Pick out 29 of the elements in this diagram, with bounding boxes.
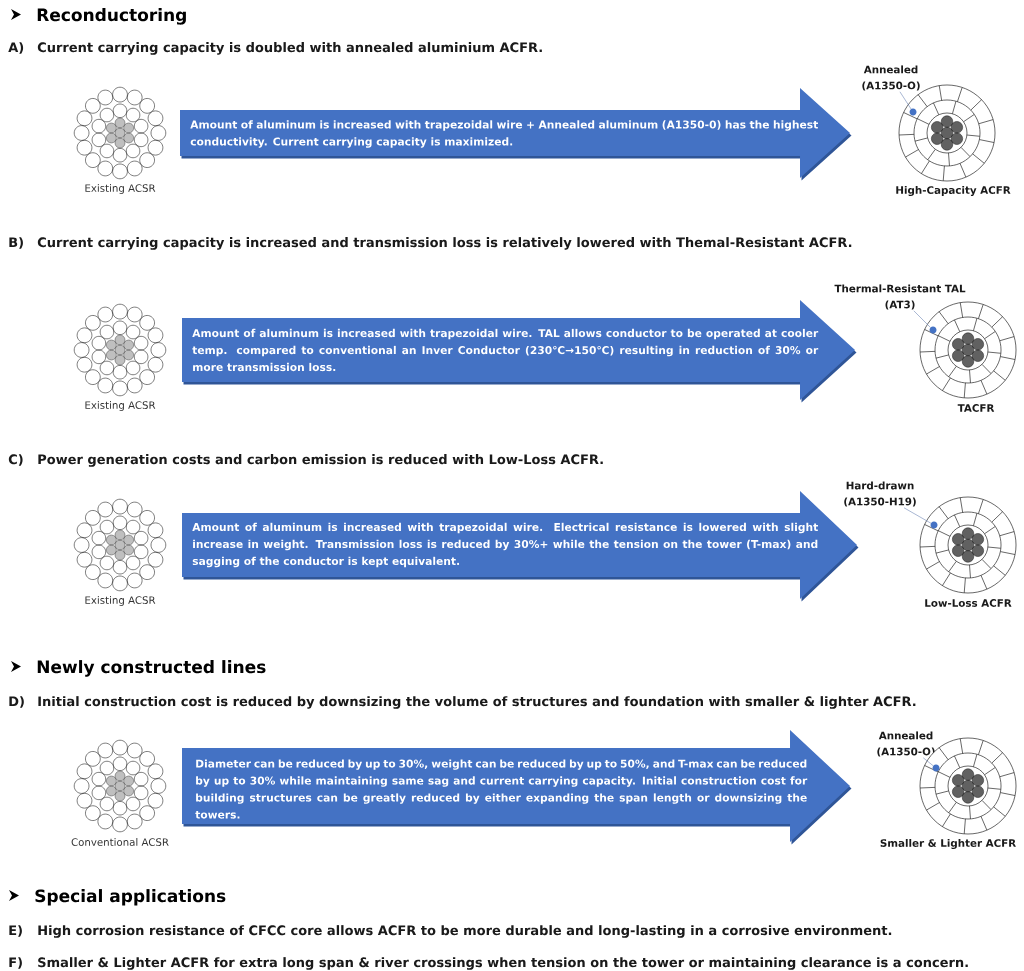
item-letter: D) (9, 696, 24, 708)
item-text: Current carrying capacity is increased and transmission loss is relatively lowered with Themal-Resistant ACFR. (37, 237, 852, 250)
item-letter: B) (9, 237, 23, 249)
conductor-label: TACFR (957, 404, 995, 412)
callout-label: Annealed (A1350-O) (877, 731, 935, 757)
conductor-label: High-Capacity ACFR (896, 186, 1011, 197)
leader-line (922, 757, 934, 767)
item-letter: E) (9, 925, 22, 937)
leader-line (903, 507, 932, 524)
item-text: Smaller & Lighter ACFR for extra long span & river crossings when tension on the tower or maintaining clearance is a concern. (38, 957, 968, 970)
item-letter: A) (8, 42, 24, 54)
section-title: Reconductoring (37, 8, 186, 25)
item-letter: C) (8, 454, 23, 466)
conductor-label: Conventional ACSR (71, 838, 169, 846)
conductor-label: Low-Loss ACFR (925, 599, 1012, 607)
item-text: Initial construction cost is reduced by downsizing the volume of structures and foundation with smaller & lighter ACFR. (38, 696, 916, 709)
item-text: Current carrying capacity is doubled with annealed aluminium ACFR. (37, 42, 542, 55)
item-text: Power generation costs and carbon emission is reduced with Low-Loss ACFR. (38, 454, 603, 467)
conductor-label: Smaller & Lighter ACFR (880, 839, 1016, 850)
callout-label: Annealed (A1350-O) (862, 65, 920, 91)
item-letter: F) (9, 957, 22, 969)
item-text: High corrosion resistance of CFCC core allows ACFR to be more durable and long-lasting in a corrosive environment. (38, 925, 892, 938)
section-title: Special applications (35, 889, 226, 906)
section-title: Newly constructed lines (37, 660, 266, 677)
leader-line (913, 310, 931, 328)
conductor-label: Existing ACSR (85, 596, 156, 606)
conductor-label: Existing ACSR (85, 184, 156, 194)
conductor-label: Existing ACSR (85, 401, 156, 411)
leader-line (899, 91, 912, 110)
